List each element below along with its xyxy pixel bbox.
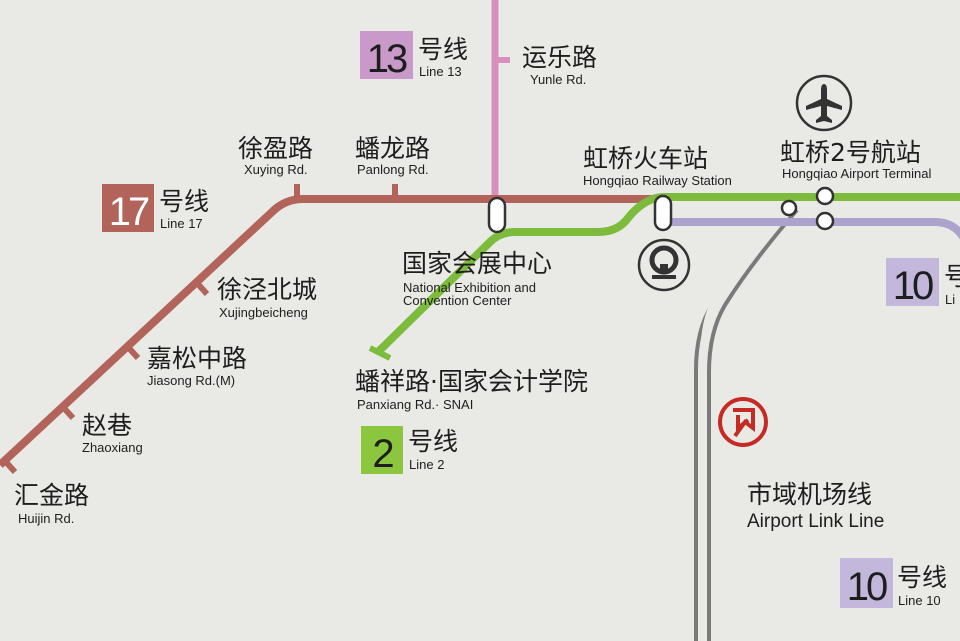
station-xujingbeicheng: 徐泾北城 Xujingbeicheng [217,275,317,320]
station-name-en: Xujingbeicheng [219,305,308,320]
line13-zh: 号线 [418,35,468,64]
line2-track [375,193,960,355]
station-national-exhibition: 国家会展中心 National Exhibition and Conventio… [402,249,552,308]
station-jiasong: 嘉松中路 Jiasong Rd.(M) [147,344,247,388]
station-yunle: 运乐路 Yunle Rd. [522,43,597,87]
station-panlong: 蟠龙路 Panlong Rd. [355,134,430,177]
line10-badge-upper: 10 号线 Li [886,258,960,308]
line10-zh-lower: 号线 [897,563,947,592]
line10-badge-lower: 10 号线 Line 10 [840,558,947,609]
station-name-en: Zhaoxiang [82,440,143,455]
airport-link-label-zh: 市域机场线 [747,480,872,509]
station-xuying: 徐盈路 Xuying Rd. [238,134,313,177]
station-name-zh: 国家会展中心 [402,249,552,278]
station-name-en: Panlong Rd. [357,162,429,177]
line2-badge: 2 号线 Line 2 [361,426,458,476]
airport-link-gap [699,204,787,641]
station-hongqiao-airport-t2: 虹桥2号航站 Hongqiao Airport Terminal [780,138,931,181]
station-name-en: Yunle Rd. [530,72,586,87]
station-name-zh: 蟠祥路·国家会计学院 [355,367,588,396]
airplane-icon [795,74,853,132]
line13-number: 13 [367,37,407,81]
station-name-zh: 徐盈路 [238,134,313,163]
station-name-zh: 徐泾北城 [217,275,317,304]
station-name-en: Hongqiao Airport Terminal [782,166,931,181]
line10-en-upper: Li [945,292,955,307]
station-name-en: Huijin Rd. [18,511,74,526]
line10-track [665,218,960,240]
station-name-zh: 赵巷 [82,411,132,440]
line2-en: Line 2 [409,457,444,472]
line17-station-ticks [2,184,398,475]
station-name-en: Jiasong Rd.(M) [147,373,235,388]
railway-station-icon [637,238,691,292]
station-huijin: 汇金路 Huijin Rd. [14,481,89,526]
line17-zh: 号线 [159,187,209,216]
station-zhaoxiang: 赵巷 Zhaoxiang [82,411,143,455]
shanghai-railway-logo-icon [718,397,768,447]
station-name-en: Hongqiao Railway Station [583,173,732,188]
station-name-zh: 虹桥2号航站 [780,138,921,167]
line10-number-upper: 10 [893,264,933,308]
station-panxiang: 蟠祥路·国家会计学院 Panxiang Rd.· SNAI [355,367,588,412]
line13-en: Line 13 [419,64,462,79]
station-name-zh: 汇金路 [14,481,89,510]
station-name-zh: 嘉松中路 [147,344,247,373]
line17-en: Line 17 [160,216,203,231]
line10-number-lower: 10 [847,565,887,609]
line17-number: 17 [109,190,149,234]
station-tick-panxiang [368,345,392,361]
station-hongqiao-railway: 虹桥火车站 Hongqiao Railway Station [583,144,732,188]
station-name-en: Xuying Rd. [244,162,308,177]
station-name-en: Panxiang Rd.· SNAI [357,397,473,412]
line10-en-lower: Line 10 [898,593,941,608]
station-name-zh: 虹桥火车站 [583,144,708,173]
interchange-markers [487,186,835,234]
line17-track [0,195,665,468]
line10-zh-upper: 号线 [944,262,960,291]
line2-zh: 号线 [408,427,458,456]
station-name-zh: 运乐路 [522,43,597,72]
airport-link-label-en: Airport Link Line [747,511,884,532]
line13-badge: 13 号线 Line 13 [360,31,468,81]
station-name-en: National Exhibition and [403,280,536,295]
station-name-zh: 蟠龙路 [355,134,430,163]
station-name-en-line2: Convention Center [403,293,512,308]
line17-badge: 17 号线 Line 17 [102,184,209,234]
line2-number: 2 [372,432,393,476]
